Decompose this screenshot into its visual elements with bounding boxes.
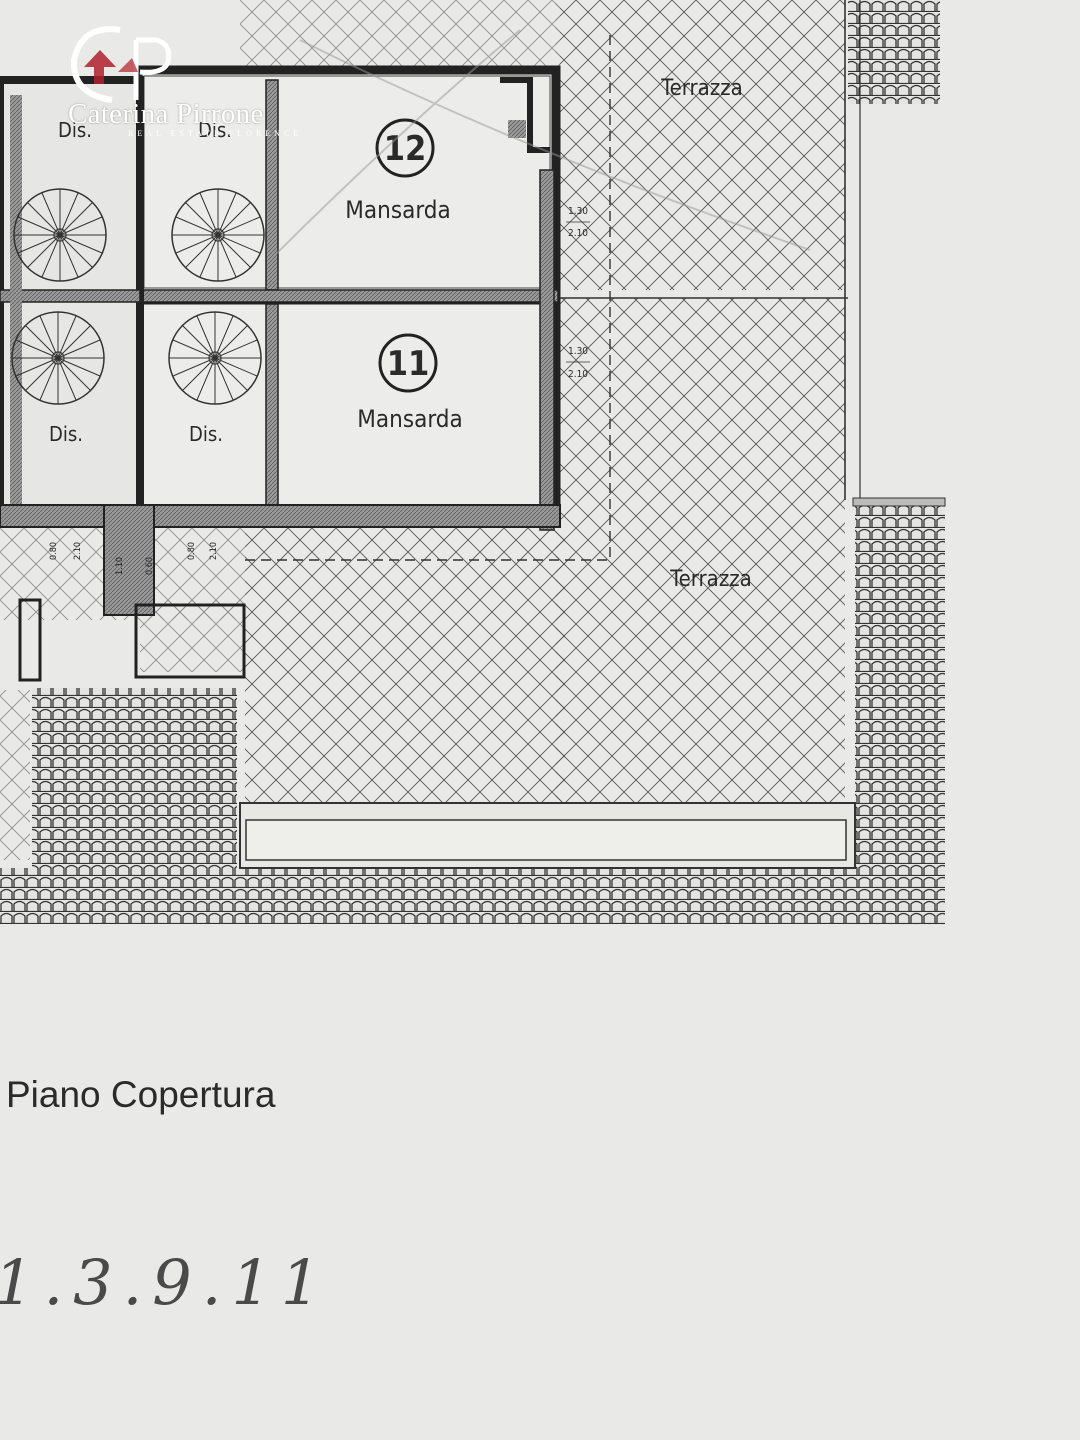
logo-name: Caterina Pirrone — [68, 98, 264, 130]
dim-label-2: 2.10 — [73, 542, 83, 560]
plan-labels: 12 Mansarda 11 Mansarda Terrazza Terrazz… — [49, 76, 752, 592]
height-label-12-a: 1.30 — [568, 206, 588, 217]
dim-label-1: 0.80 — [49, 542, 59, 560]
terrace-label-bottom: Terrazza — [669, 567, 751, 592]
building-walls — [0, 65, 561, 860]
room-12-number: 12 — [384, 129, 427, 169]
dim-label-3: 0.80 — [187, 542, 197, 560]
roof-tiles — [0, 0, 945, 925]
room-11-number: 11 — [387, 344, 430, 384]
height-label-12-b: 2.10 — [568, 228, 588, 239]
handwritten-note: 1.3.9.11 — [0, 1246, 331, 1319]
height-label-11-b: 2.10 — [568, 369, 588, 380]
spiral-stairs — [11, 188, 265, 405]
logo-monogram — [70, 26, 172, 103]
corridor-label-4: Dis. — [189, 422, 223, 446]
room-11-name: Mansarda — [357, 405, 462, 433]
height-label-11-a: 1.30 — [568, 346, 588, 357]
dim-label-6: 0.60 — [145, 557, 155, 575]
room-12-name: Mansarda — [345, 196, 450, 224]
planter — [239, 802, 856, 869]
corridor-label-1: Dis. — [58, 118, 92, 142]
plan-caption: Piano Copertura — [6, 1074, 276, 1115]
dim-label-5: 1.10 — [115, 557, 125, 575]
corridor-label-2: Dis. — [198, 118, 232, 142]
logo-tagline: REAL ESTATE FLORENCE — [128, 129, 303, 138]
terrace-borders — [245, 0, 946, 804]
corridor-label-3: Dis. — [49, 422, 83, 446]
agency-logo: Caterina Pirrone REAL ESTATE FLORENCE — [60, 12, 300, 142]
room-number-badges — [375, 118, 438, 393]
pencil-marks — [269, 29, 811, 261]
dim-label-4: 2.10 — [209, 542, 219, 560]
terrace-label-top: Terrazza — [660, 76, 742, 101]
